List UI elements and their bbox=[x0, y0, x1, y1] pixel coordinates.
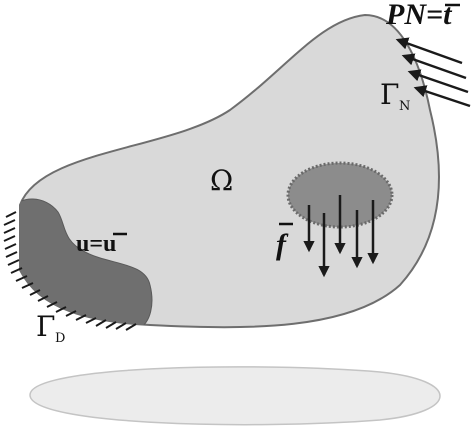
traction-condition-label: PN=t bbox=[385, 0, 460, 31]
dirichlet-hatching bbox=[3, 211, 137, 331]
body-force-label: f bbox=[276, 222, 293, 261]
svg-text:N: N bbox=[399, 99, 410, 114]
svg-text:PN=t: PN=t bbox=[385, 0, 453, 31]
svg-text:u=u: u=u bbox=[76, 231, 116, 257]
domain-label: Ω bbox=[210, 164, 233, 197]
displacement-condition-label: u=u bbox=[76, 231, 127, 257]
svg-text:Γ: Γ bbox=[380, 78, 399, 111]
body-force-arrows bbox=[303, 195, 379, 278]
svg-text:D: D bbox=[55, 331, 65, 346]
svg-text:f: f bbox=[276, 228, 289, 261]
traction-arrows bbox=[395, 37, 471, 108]
domain-body bbox=[19, 13, 440, 329]
svg-text:Γ: Γ bbox=[36, 310, 55, 343]
shadow-ellipse bbox=[29, 366, 441, 426]
dirichlet-boundary-label: Γ D bbox=[36, 310, 65, 346]
neumann-boundary-label: Γ N bbox=[380, 78, 410, 114]
